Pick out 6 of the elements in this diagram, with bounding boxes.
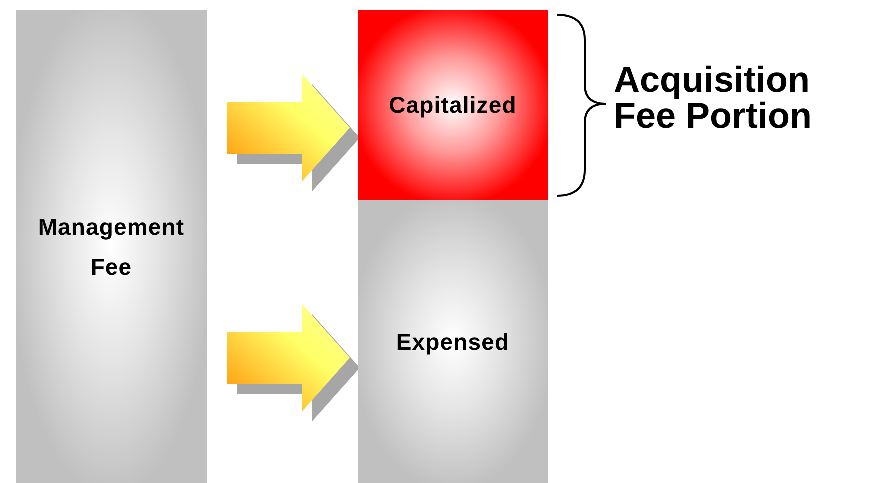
block-arrow	[227, 74, 360, 192]
process-box: Management Fee	[16, 10, 207, 483]
process-box: Capitalized	[358, 10, 548, 200]
bracket-label: Acquisition Fee Portion	[614, 62, 814, 134]
process-box: Expensed	[358, 200, 548, 483]
block-arrow	[227, 304, 360, 422]
